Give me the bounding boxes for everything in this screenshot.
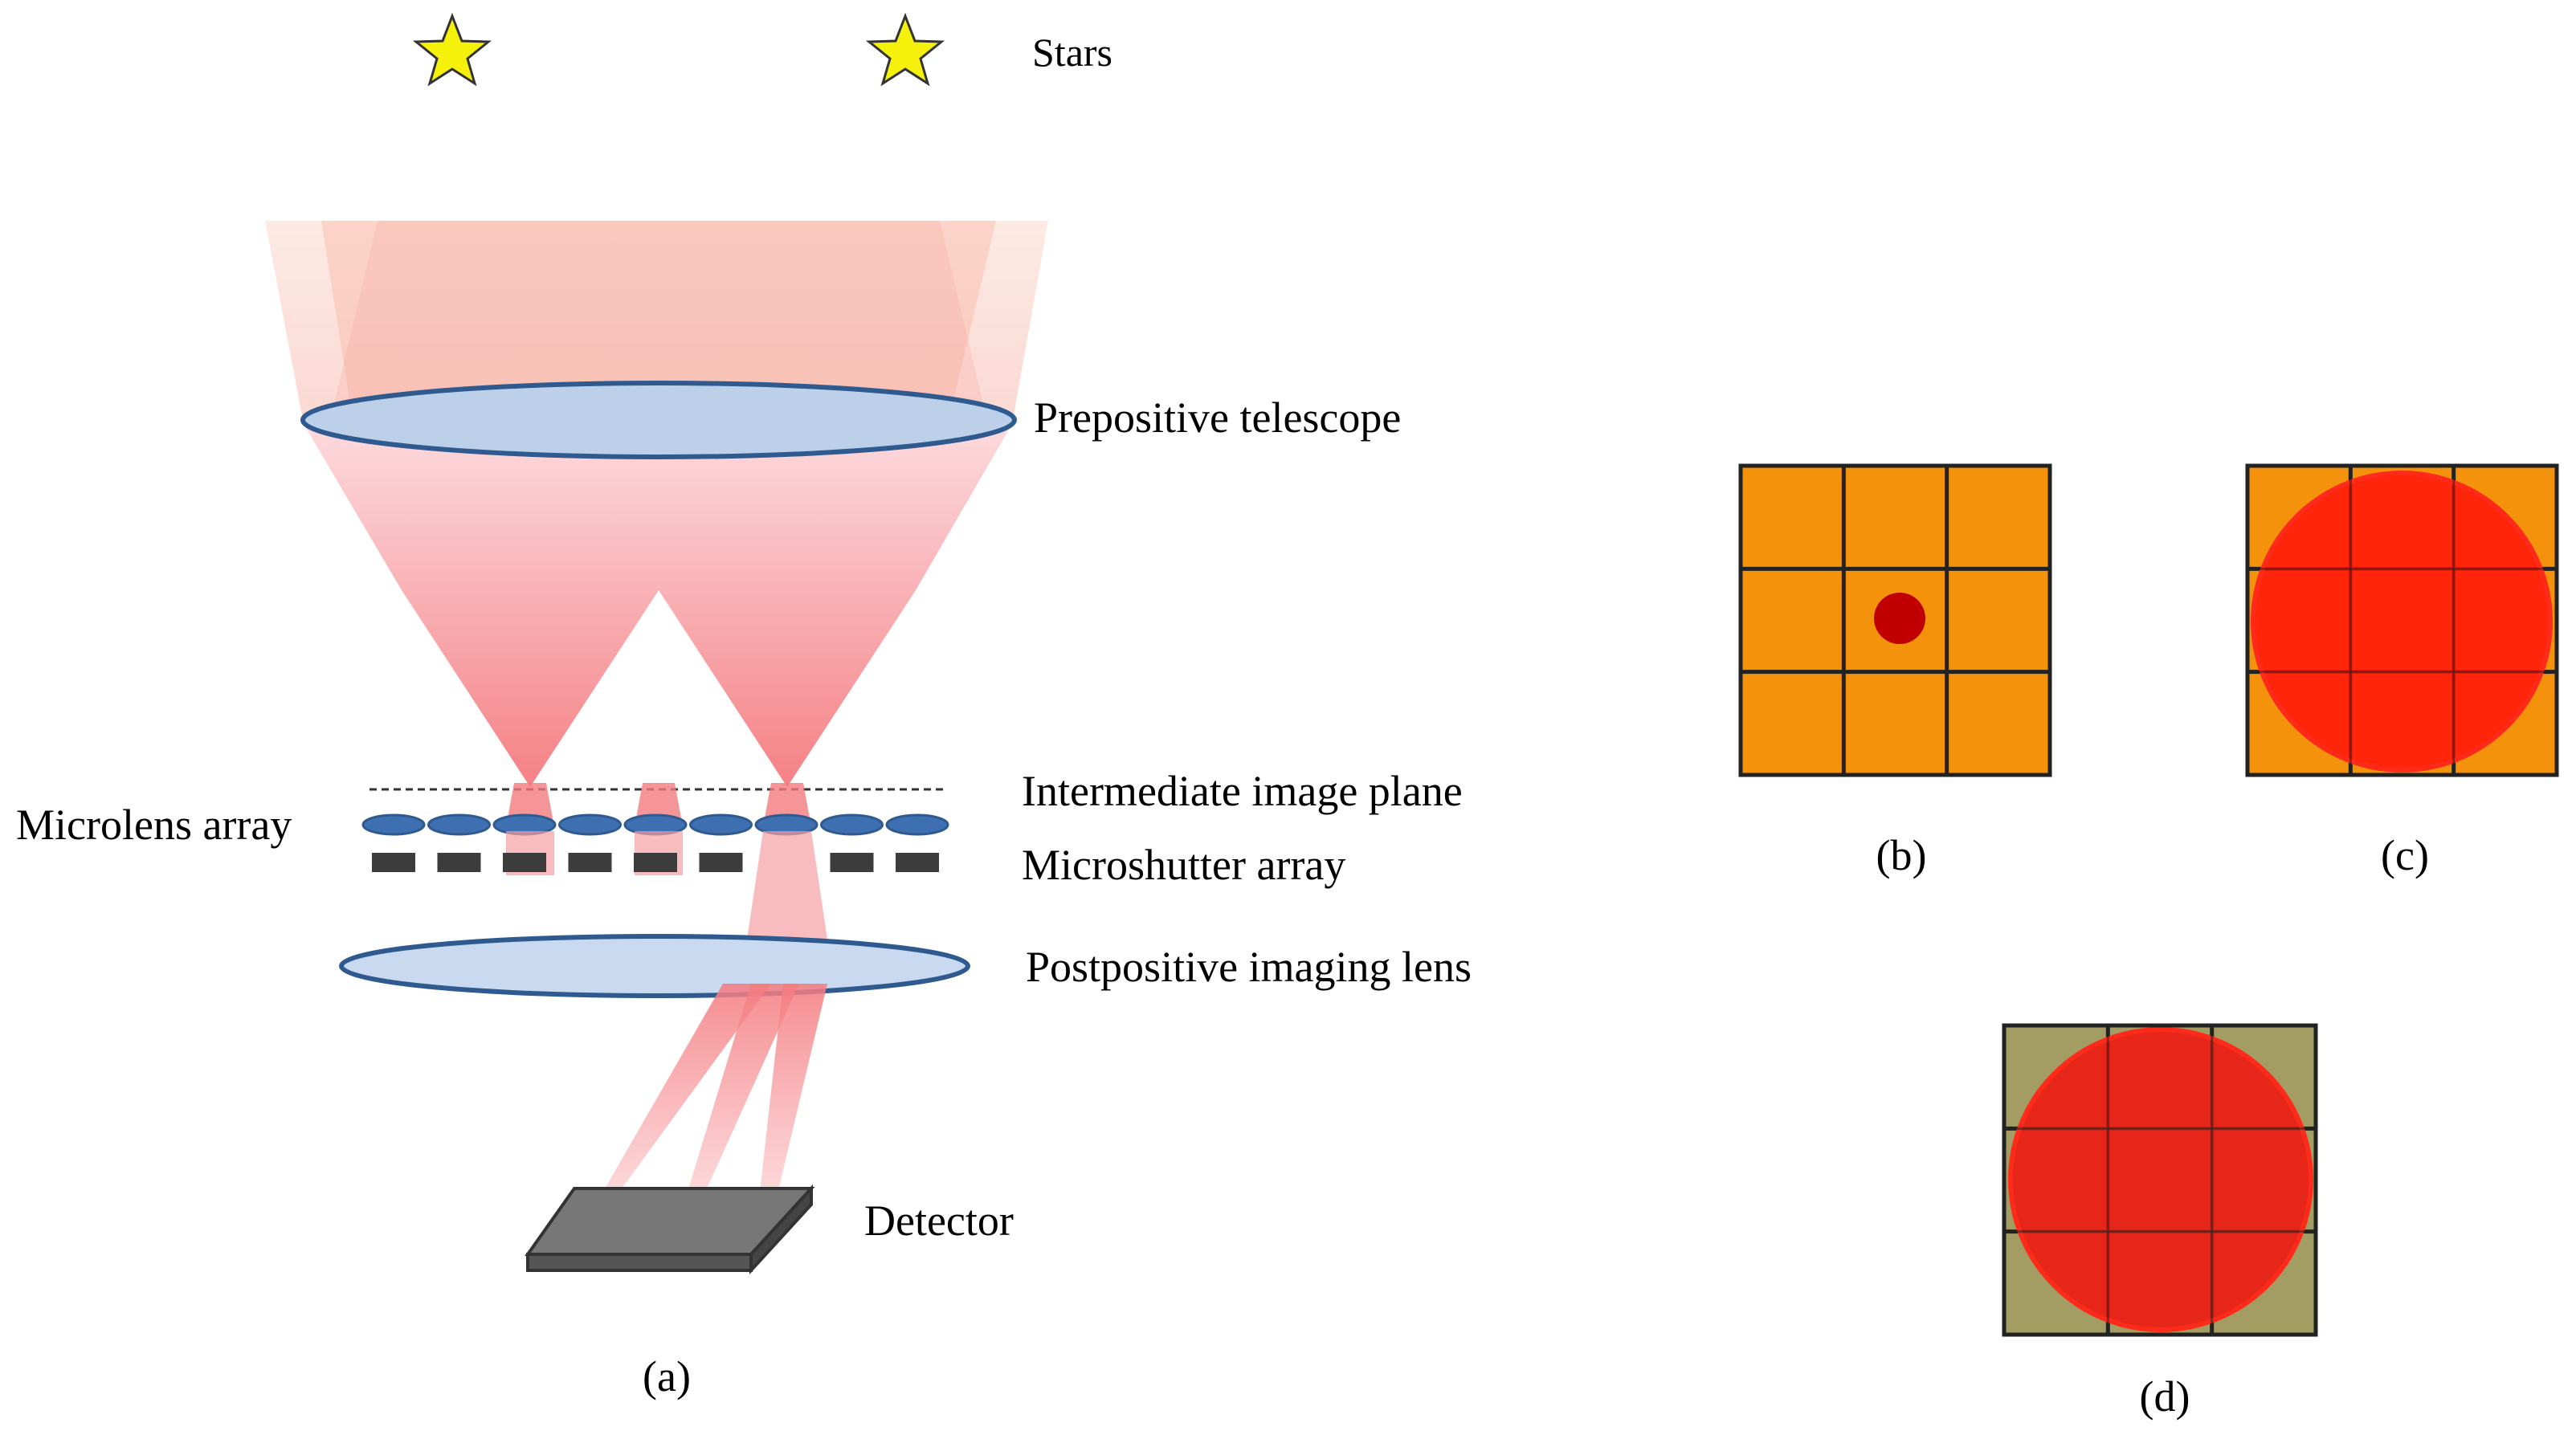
microshutter: [830, 853, 874, 872]
detector-label: Detector: [864, 1197, 1014, 1245]
intermediate-image-plane-label: Intermediate image plane: [1022, 767, 1463, 815]
microlens: [427, 813, 491, 836]
microshutter: [896, 853, 939, 872]
panel-b-spot: [1874, 593, 1925, 644]
panel-c-spot: [2251, 471, 2553, 773]
microlens: [558, 813, 622, 836]
microlens: [689, 813, 753, 836]
microlens: [820, 813, 884, 836]
stars-label: Stars: [1032, 30, 1112, 75]
star-icon: [865, 12, 945, 87]
microshutter-array: [372, 853, 939, 872]
panel-b-label: (b): [1876, 831, 1927, 879]
microshutter: [437, 853, 481, 872]
microlens-array-label: Microlens array: [16, 801, 292, 849]
microlens-array: [361, 813, 949, 836]
microlens: [885, 813, 949, 836]
incoming-light: [265, 221, 1048, 424]
converging-beams: [304, 424, 1012, 787]
star-icon: [412, 12, 492, 87]
microshutter: [699, 853, 743, 872]
grid-border: [2002, 1023, 2318, 1337]
prepositive-telescope-lens: [300, 381, 1017, 459]
postpositive-imaging-lens: [339, 934, 970, 998]
grid-border: [2245, 463, 2559, 777]
prepositive-telescope-label: Prepositive telescope: [1034, 393, 1401, 442]
shutter-beams: [506, 831, 827, 940]
panel-a-label: (a): [643, 1352, 691, 1400]
microshutter: [568, 853, 612, 872]
microshutter: [634, 853, 677, 872]
microshutter-array-label: Microshutter array: [1022, 841, 1345, 889]
panel-d-spot: [2008, 1027, 2313, 1332]
detector-beams: [586, 984, 827, 1221]
panel-c-label: (c): [2381, 831, 2429, 879]
panel-d-label: (d): [2140, 1372, 2190, 1421]
star-icons: [412, 12, 945, 87]
detector: [525, 1184, 815, 1275]
postpositive-imaging-lens-label: Postpositive imaging lens: [1026, 943, 1472, 991]
microshutter: [372, 853, 415, 872]
microshutter: [503, 853, 546, 872]
microlens: [361, 813, 426, 836]
